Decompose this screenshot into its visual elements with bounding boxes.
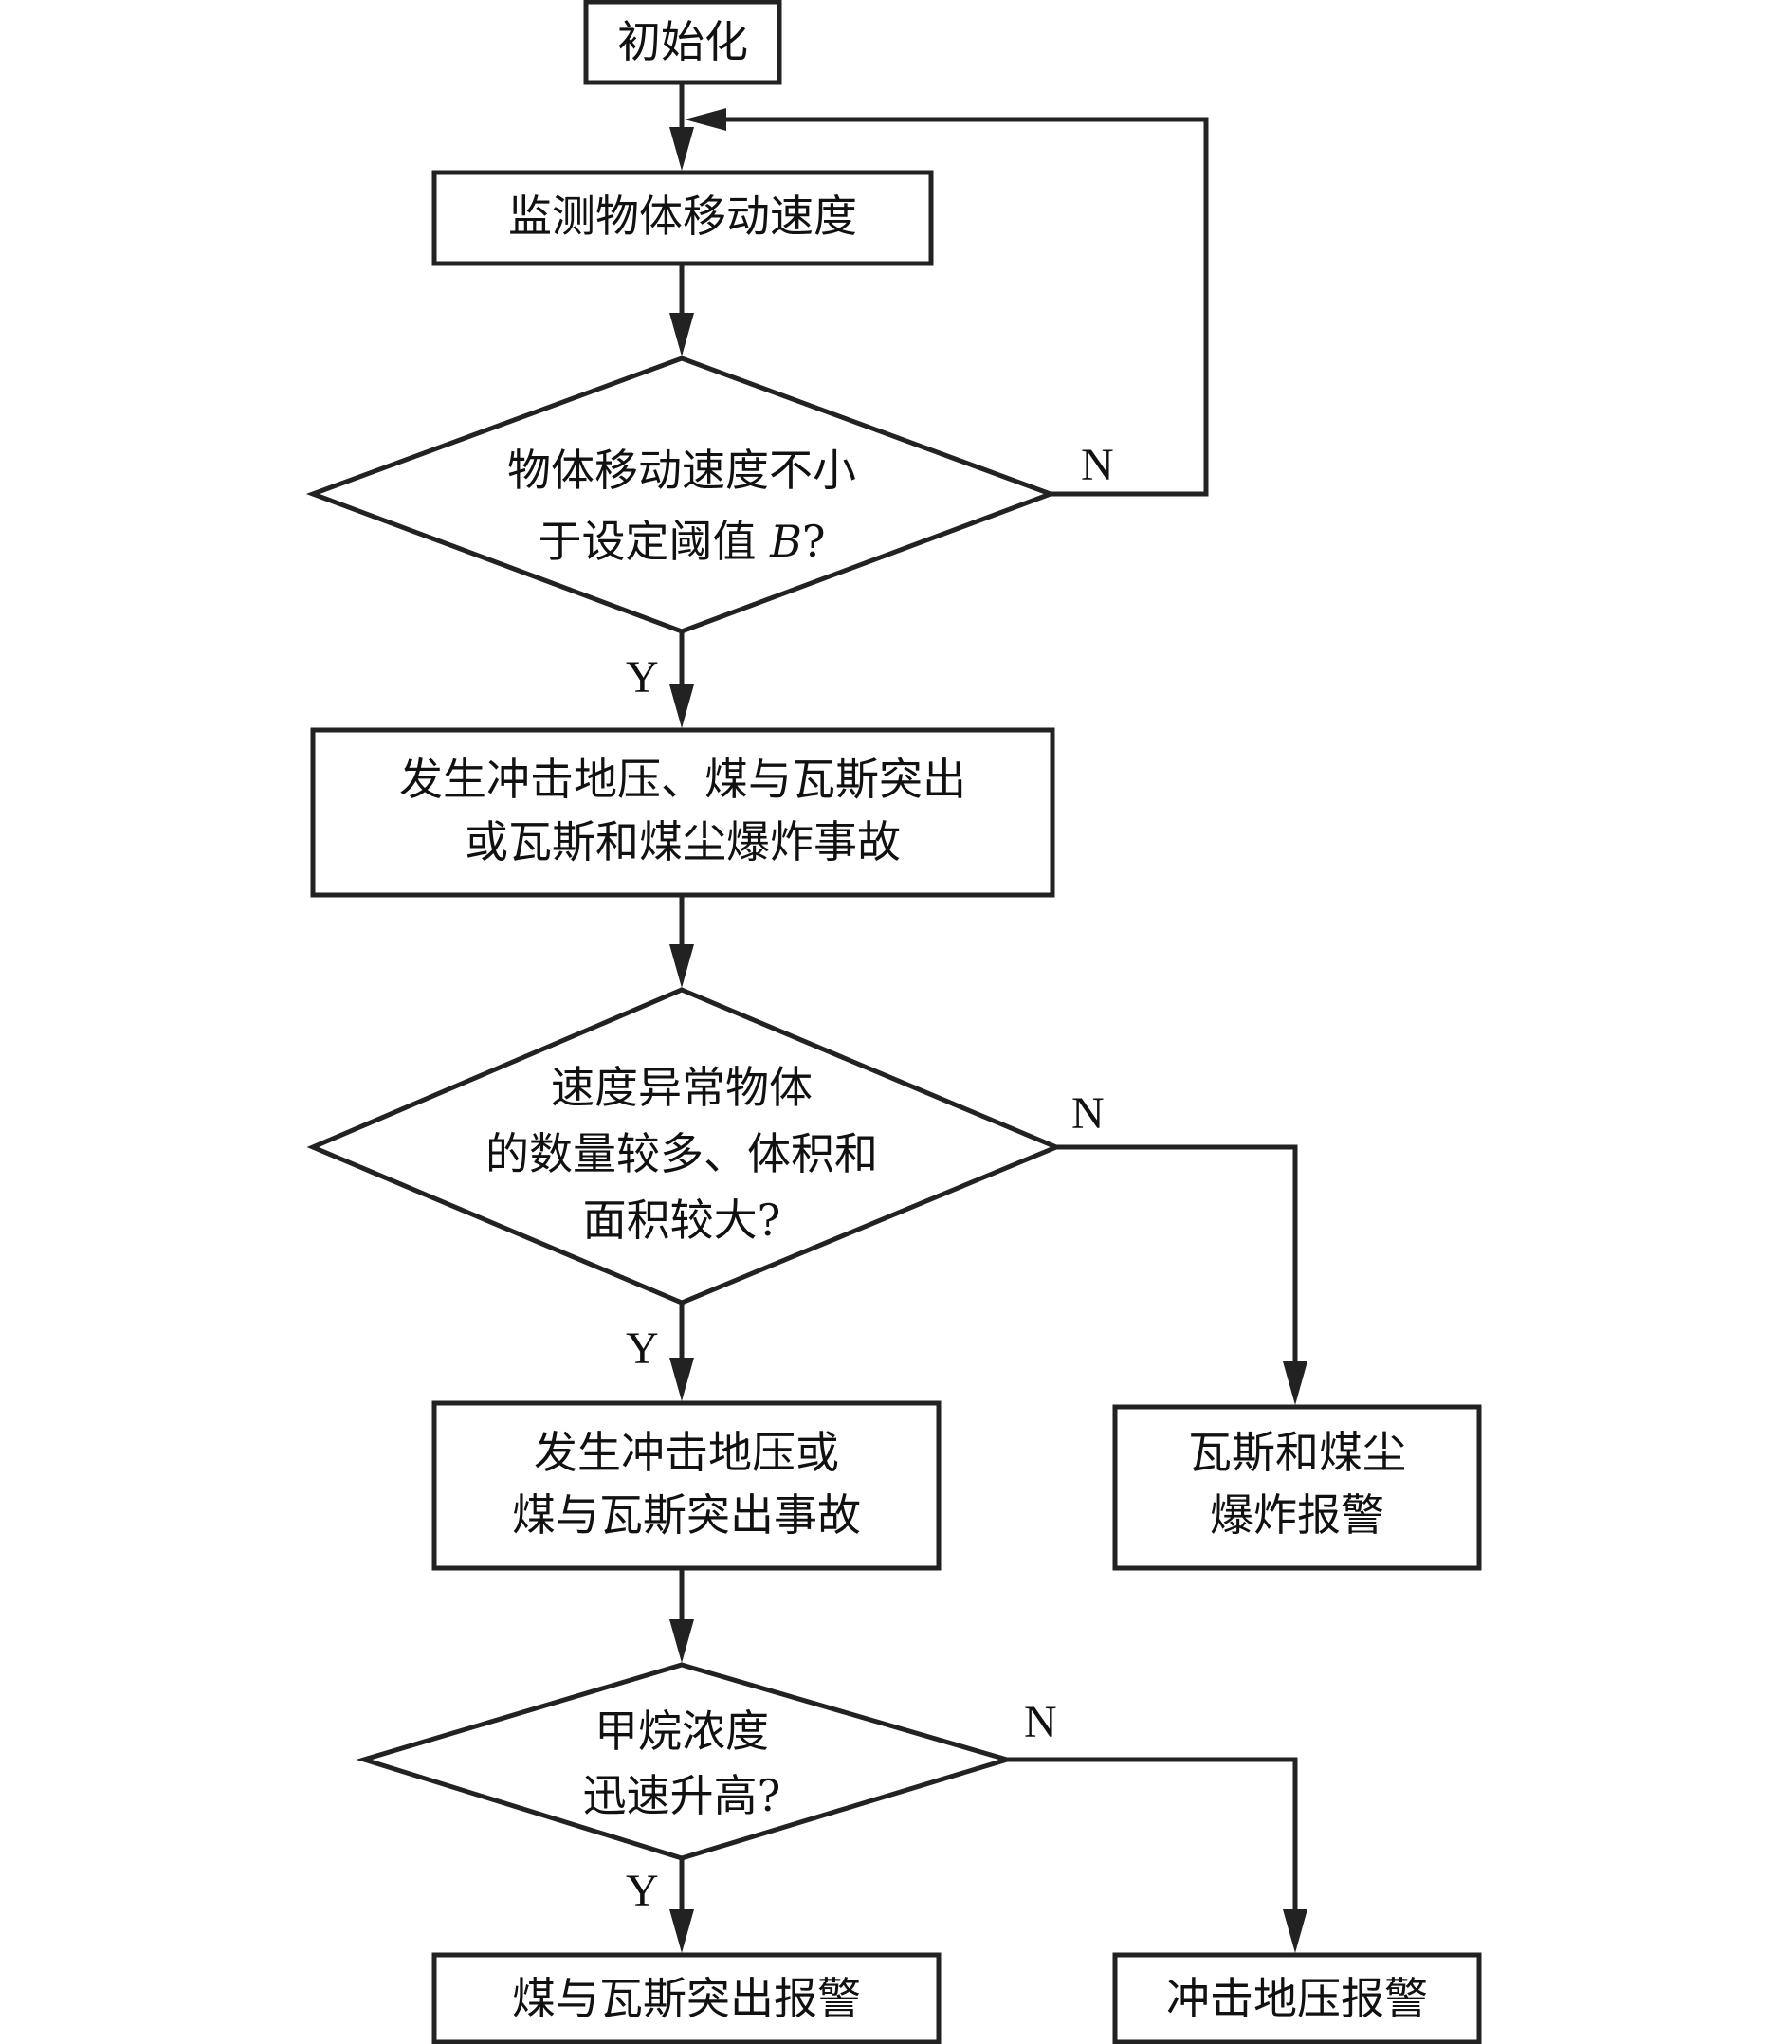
- node-alarm-outburst-label: 煤与瓦斯突出报警: [512, 1973, 861, 2024]
- node-event-all-line2: 或瓦斯和煤尘爆炸事故: [465, 816, 901, 867]
- connector-methane-rockburst: [1007, 1757, 1298, 1932]
- label-yes-methane: Y: [626, 1866, 659, 1916]
- arrowhead-decision-event-all: [669, 684, 694, 728]
- node-alarm-gas-dust-line1: 瓦斯和煤尘: [1188, 1427, 1406, 1478]
- label-yes-count: Y: [626, 1323, 659, 1374]
- node-alarm-outburst: 煤与瓦斯突出报警: [431, 1952, 942, 2044]
- arrowhead-methane-outburst: [669, 1909, 694, 1953]
- decision-methane-line2: 迅速升高?: [583, 1770, 781, 1821]
- node-alarm-gas-dust-line2: 爆炸报警: [1210, 1489, 1384, 1541]
- decision-speed-line2: 于设定阈值 B?: [538, 516, 825, 567]
- node-alarm-rockburst-label: 冲击地压报警: [1166, 1973, 1428, 2024]
- arrowhead-init-monitor: [669, 127, 694, 171]
- node-event-two: 发生冲击地压或 煤与瓦斯突出事故: [431, 1400, 942, 1571]
- node-alarm-gas-dust: 瓦斯和煤尘 爆炸报警: [1112, 1404, 1482, 1571]
- label-no-speed: N: [1081, 440, 1114, 490]
- decision-speed-line1: 物体移动速度不小: [507, 445, 856, 496]
- arrowhead-decision-count-event-two: [669, 1358, 694, 1401]
- decision-count-line2: 的数量较多、体积和: [485, 1128, 878, 1179]
- label-no-count: N: [1071, 1088, 1105, 1139]
- decision-count-line1: 速度异常物体: [551, 1062, 813, 1113]
- arrowhead-monitor-decision: [669, 313, 694, 356]
- arrowhead-methane-rockburst: [1283, 1909, 1307, 1953]
- arrowhead-loop-back: [685, 108, 726, 131]
- node-event-two-line2: 煤与瓦斯突出事故: [512, 1489, 861, 1541]
- node-init: 初始化: [583, 0, 782, 85]
- decision-speed: 物体移动速度不小 于设定阈值 B?: [305, 356, 1058, 634]
- arrowhead-decision-count-alarm: [1283, 1361, 1307, 1405]
- node-monitor-label: 监测物体移动速度: [508, 191, 857, 242]
- connector-loop-back: [705, 117, 1209, 497]
- node-init-label: 初始化: [617, 16, 748, 67]
- label-no-methane: N: [1024, 1697, 1057, 1747]
- decision-methane: 甲烷浓度 迅速升高?: [356, 1662, 1015, 1861]
- node-event-all-line1: 发生冲击地压、煤与瓦斯突出: [399, 754, 966, 805]
- node-event-all: 发生冲击地压、煤与瓦斯突出 或瓦斯和煤尘爆炸事故: [310, 727, 1055, 898]
- decision-count-line3: 面积较大?: [583, 1195, 781, 1246]
- decision-methane-line1: 甲烷浓度: [594, 1706, 769, 1757]
- arrowhead-event-two-decision-methane: [669, 1619, 694, 1663]
- decision-count: 速度异常物体 的数量较多、体积和 面积较大?: [306, 987, 1063, 1305]
- label-yes-speed: Y: [626, 652, 659, 703]
- node-monitor: 监测物体移动速度: [431, 170, 934, 266]
- arrowhead-event-all-decision-count: [669, 944, 694, 988]
- connector-decision-count-alarm: [1056, 1144, 1298, 1384]
- node-alarm-rockburst: 冲击地压报警: [1112, 1952, 1482, 2044]
- node-event-two-line1: 发生冲击地压或: [534, 1427, 839, 1478]
